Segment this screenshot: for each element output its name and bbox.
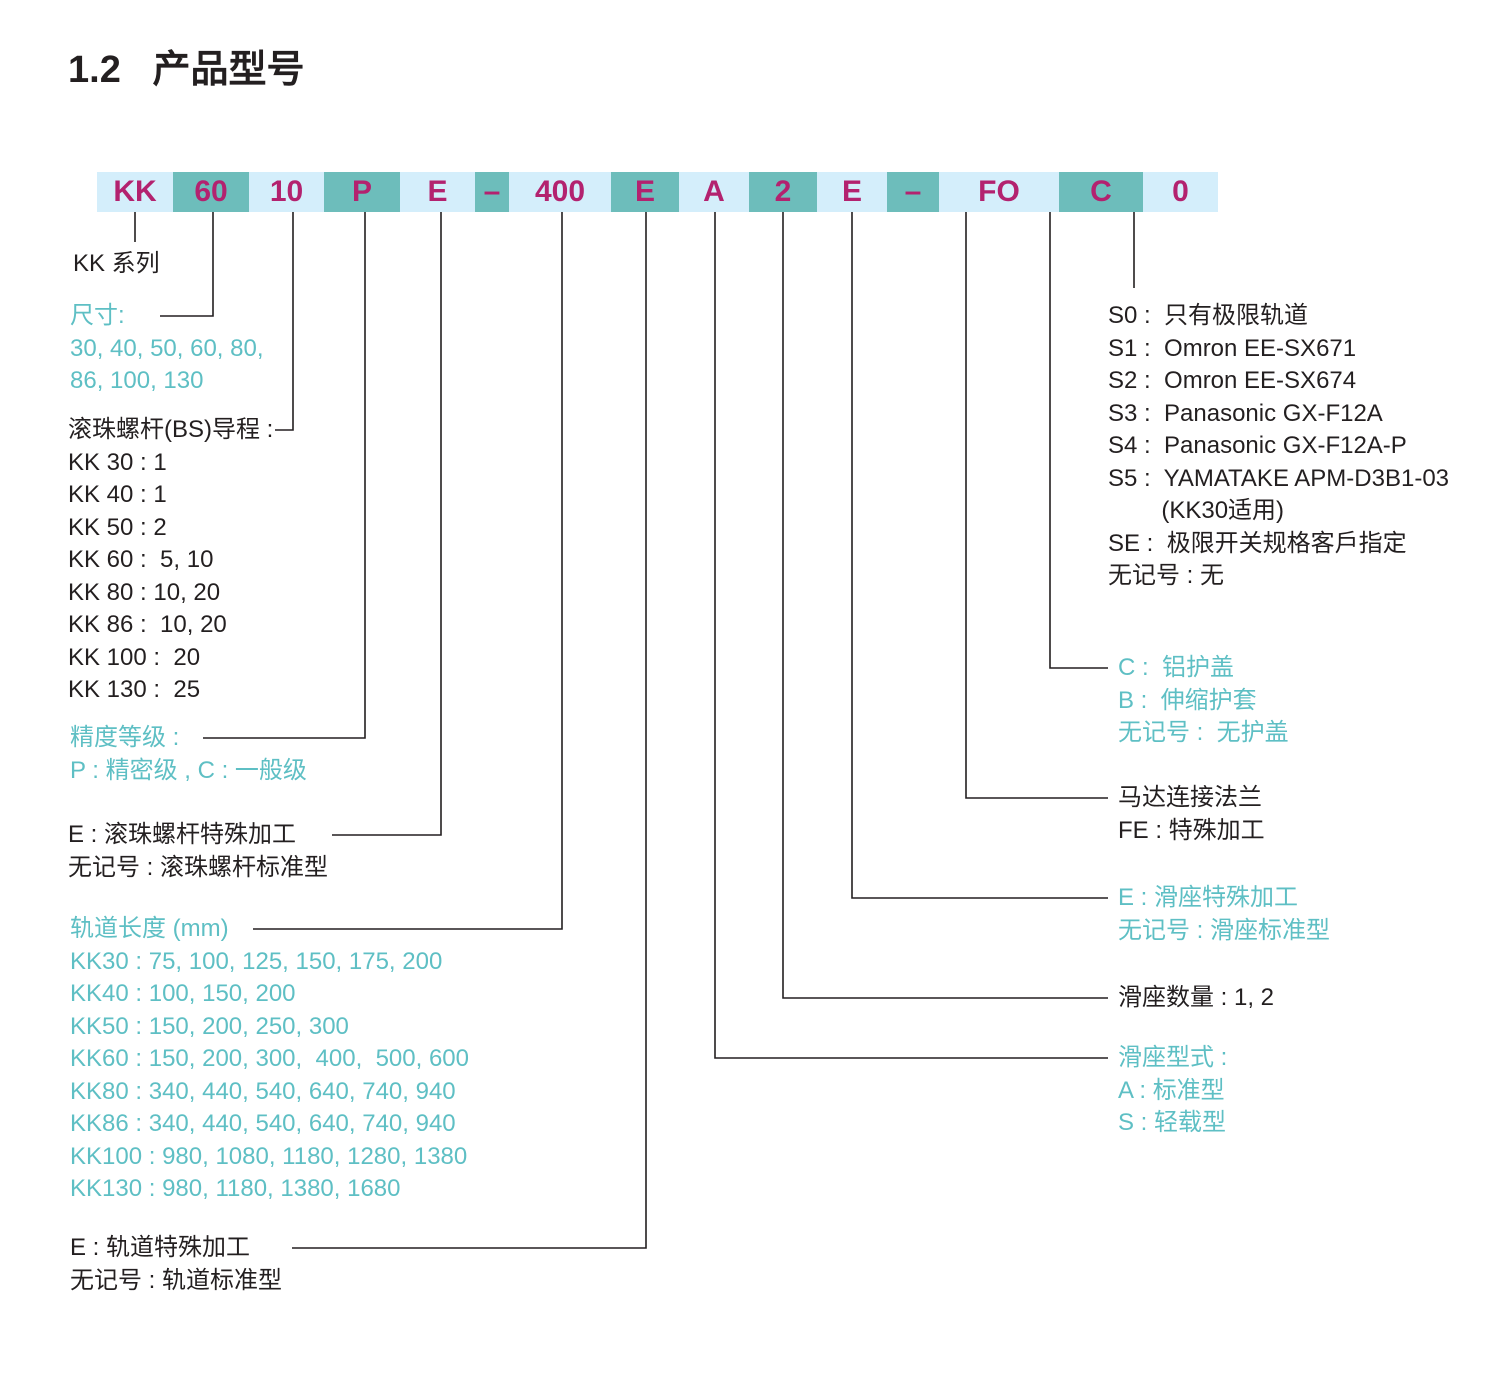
- leader-size: [160, 212, 214, 317]
- text-line: KK80 : 340, 440, 540, 640, 740, 940: [70, 1077, 456, 1105]
- text-line: KK30 : 75, 100, 125, 150, 175, 200: [70, 947, 443, 975]
- lead-block: 滚珠螺杆(BS)导程 : KK 30 : 1 KK 40 : 1 KK 50 : 2 K…: [68, 414, 273, 707]
- code-segment: P: [324, 172, 400, 212]
- code-segment: 2: [749, 172, 817, 212]
- text-line: KK100 : 980, 1080, 1180, 1280, 1380: [70, 1142, 468, 1170]
- leader-precision: [203, 212, 366, 739]
- leader-lead: [275, 212, 294, 431]
- code-segment: 10: [249, 172, 324, 212]
- text-line: E : 轨道特殊加工: [70, 1234, 251, 1261]
- leader-slider-type: [714, 212, 1108, 1059]
- code-segment: KK: [97, 172, 173, 212]
- text-line: KK 130 : 25: [68, 676, 201, 703]
- text-line: KK 50 : 2: [68, 513, 167, 541]
- text-line: KK50 : 150, 200, 250, 300: [70, 1012, 349, 1040]
- size-block: 尺寸: 30, 40, 50, 60, 80, 86, 100, 130: [70, 300, 264, 398]
- text-line: 轨道长度 (mm): [70, 915, 229, 942]
- text-line: S1 : Omron EE-SX671: [1108, 334, 1357, 362]
- code-segment: A: [679, 172, 749, 212]
- code-segment: E: [400, 172, 475, 212]
- text-line: 30, 40, 50, 60, 80,: [70, 334, 264, 362]
- text-line: KK130 : 980, 1180, 1380, 1680: [70, 1175, 401, 1202]
- text-line: 精度等级 :: [70, 724, 180, 751]
- text-line: KK60 : 150, 200, 300, 400, 500, 600: [70, 1045, 469, 1072]
- text-line: FE : 特殊加工: [1118, 816, 1265, 844]
- cover-block: C : 铝护盖 B : 伸缩护套无记号 : 无护盖: [1118, 652, 1289, 750]
- text-line: 无记号 : 滑座标准型: [1118, 916, 1331, 944]
- motor-flange-block: 马达连接法兰 FE : 特殊加工: [1118, 782, 1265, 847]
- text-line: E : 滚珠螺杆特殊加工: [68, 821, 297, 848]
- text-line: 无记号 : 无护盖: [1118, 719, 1289, 746]
- text-line: SE : 极限开关规格客戶指定: [1108, 529, 1407, 557]
- slider-count-block: 滑座数量 : 1, 2: [1118, 982, 1274, 1015]
- code-segment: –: [475, 172, 509, 212]
- text-line: S : 轻载型: [1118, 1109, 1227, 1136]
- text-line: 无记号 : 轨道标准型: [70, 1266, 283, 1294]
- slider-special-block: E : 滑座特殊加工无记号 : 滑座标准型: [1118, 882, 1330, 947]
- text-line: C : 铝护盖: [1118, 654, 1235, 681]
- code-segment: FO: [939, 172, 1059, 212]
- text-line: KK40 : 100, 150, 200: [70, 980, 296, 1007]
- text-line: 滚珠螺杆(BS)导程 :: [68, 416, 274, 443]
- text-line: B : 伸缩护套: [1118, 686, 1257, 714]
- text-line: E : 滑座特殊加工: [1118, 884, 1299, 911]
- text-line: 马达连接法兰: [1118, 784, 1262, 811]
- text-line: A : 标准型: [1118, 1076, 1225, 1104]
- rail-special-block: E : 轨道特殊加工无记号 : 轨道标准型: [70, 1232, 282, 1297]
- text-line: 滑座数量 : 1, 2: [1118, 984, 1275, 1011]
- leader-slider-count: [782, 212, 1108, 999]
- leader-rail-length: [253, 212, 563, 930]
- sensor-block: S0 : 只有极限轨道 S1 : Omron EE-SX671 S2 : Omron…: [1108, 300, 1449, 593]
- code-segment: C: [1059, 172, 1143, 212]
- leader-slider-special: [851, 212, 1108, 899]
- code-segment: –: [887, 172, 939, 212]
- text-line: KK 系列: [73, 250, 160, 277]
- text-line: S2 : Omron EE-SX674: [1108, 367, 1357, 394]
- text-line: S0 : 只有极限轨道: [1108, 302, 1309, 329]
- text-line: 滑座型式 :: [1118, 1044, 1228, 1071]
- text-line: KK 86 : 10, 20: [68, 611, 227, 638]
- rail-length-block: 轨道长度 (mm) KK30 : 75, 100, 125, 150, 175, …: [70, 913, 469, 1206]
- text-line: 尺寸:: [70, 302, 125, 329]
- text-line: KK 40 : 1: [68, 481, 167, 508]
- text-line: KK 60 : 5, 10: [68, 546, 214, 573]
- leader-cover: [1049, 212, 1108, 669]
- text-line: S3 : Panasonic GX-F12A: [1108, 399, 1383, 427]
- text-line: 86, 100, 130: [70, 367, 204, 394]
- leader-rail-special: [292, 212, 647, 1249]
- text-line: KK 30 : 1: [68, 448, 167, 476]
- slider-type-block: 滑座型式 : A : 标准型 S : 轻载型: [1118, 1042, 1227, 1140]
- text-line: KK 100 : 20: [68, 643, 201, 671]
- text-line: (KK30适用): [1108, 497, 1285, 524]
- leader-motor-flange: [965, 212, 1108, 799]
- code-segment: E: [817, 172, 887, 212]
- series-block: KK 系列: [73, 248, 160, 281]
- code-segment: 0: [1143, 172, 1218, 212]
- leader-bs-special: [332, 212, 442, 836]
- text-line: KK 80 : 10, 20: [68, 578, 221, 606]
- page-title: 1.2 产品型号: [68, 49, 305, 91]
- precision-block: 精度等级 : P : 精密级 , C : 一般级: [70, 722, 307, 787]
- code-segment: E: [611, 172, 679, 212]
- text-line: P : 精密级 , C : 一般级: [70, 756, 307, 784]
- text-line: KK86 : 340, 440, 540, 640, 740, 940: [70, 1110, 456, 1137]
- code-segment: 400: [509, 172, 611, 212]
- text-line: 无记号 : 滚珠螺杆标准型: [68, 853, 329, 881]
- text-line: 无记号 : 无: [1108, 562, 1225, 589]
- code-segment: 60: [173, 172, 249, 212]
- text-line: S4 : Panasonic GX-F12A-P: [1108, 432, 1407, 459]
- bs-special-block: E : 滚珠螺杆特殊加工无记号 : 滚珠螺杆标准型: [68, 819, 328, 884]
- text-line: S5 : YAMATAKE APM-D3B1-03: [1108, 464, 1450, 492]
